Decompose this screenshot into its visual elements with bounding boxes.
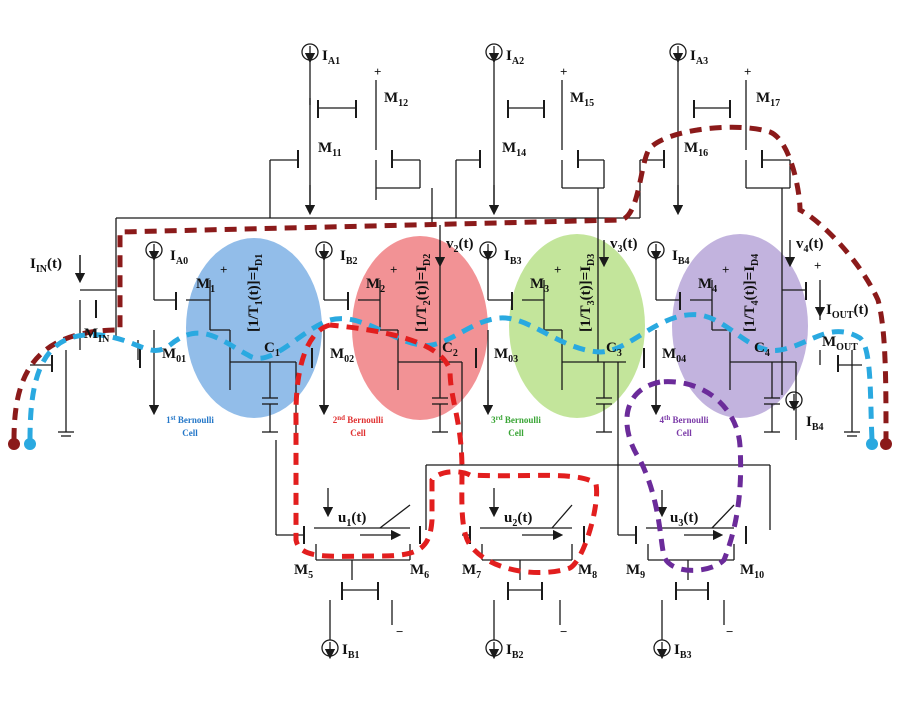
- plus-sign-2: +: [744, 64, 751, 79]
- label-ia3: IA3: [690, 48, 708, 67]
- label-m7: M7: [462, 562, 481, 581]
- label-m3: M3: [530, 276, 549, 295]
- label-m15: M15: [570, 90, 594, 109]
- cell-3-circuit: [475, 225, 626, 465]
- path-terminal-dot: [866, 438, 878, 450]
- label-m2: M2: [366, 276, 385, 295]
- label-ib4: IB4: [672, 248, 690, 267]
- label-m03: M03: [494, 346, 518, 365]
- caption-cell4: 4th Bernoulli: [660, 414, 709, 425]
- label-ia1: IA1: [322, 48, 340, 67]
- circuit-wiring: [30, 60, 862, 640]
- label-ia2: IA2: [506, 48, 524, 67]
- label-m4: M4: [698, 276, 717, 295]
- label-ib4b: IB4: [806, 414, 824, 433]
- label-c2: C2: [442, 340, 458, 359]
- cell-1-circuit: [137, 250, 297, 440]
- label-v3: v3(t): [610, 236, 638, 255]
- label-m9: M9: [626, 562, 645, 581]
- label-c3: C3: [606, 340, 622, 359]
- bernoulli-cell-2-region: [352, 236, 488, 420]
- purple-dashed-path: [624, 379, 744, 573]
- label-m04: M04: [662, 346, 686, 365]
- minus-sign-1: −: [560, 624, 567, 639]
- equation-eq2: [1/T2(t)]=ID2: [414, 254, 433, 332]
- label-m1: M1: [196, 276, 215, 295]
- equation-eq1: [1/T1(t)]=ID1: [246, 254, 265, 332]
- label-ib3b: IB3: [674, 642, 692, 661]
- label-c1: C1: [264, 340, 280, 359]
- switch-stage-2: [462, 504, 585, 640]
- blue-dashed-path: [27, 312, 875, 441]
- minus-sign-2: −: [726, 624, 733, 639]
- caption-cell3-line2: Cell: [508, 428, 524, 438]
- label-iout: IOUT(t): [826, 302, 869, 321]
- bernoulli-cell-1-region: [186, 238, 322, 418]
- label-ib1: IB1: [342, 642, 360, 661]
- label-m17: M17: [756, 90, 780, 109]
- label-m14: M14: [502, 140, 526, 159]
- label-v4: v4(t): [796, 236, 824, 255]
- label-mout: MOUT: [822, 334, 858, 353]
- plus-sign-7: +: [814, 258, 821, 273]
- supply-signs: + + + + + + + + − − −: [220, 64, 821, 639]
- red-dashed-path: [293, 322, 600, 576]
- minus-sign-0: −: [396, 624, 403, 639]
- label-u3: u3(t): [670, 510, 698, 529]
- label-min: MIN: [84, 326, 110, 345]
- label-m12: M12: [384, 90, 408, 109]
- dark-red-dashed-path: [11, 124, 889, 441]
- label-m02: M02: [330, 346, 354, 365]
- bernoulli-cell-3-region: [509, 234, 645, 418]
- label-m6: M6: [410, 562, 429, 581]
- label-ib3: IB3: [504, 248, 522, 267]
- top-stage-3: [639, 60, 791, 395]
- caption-cell2-line2: Cell: [350, 428, 366, 438]
- bernoulli-cell-4-region: [672, 234, 808, 418]
- equation-eq4: [1/T4(t)]=ID4: [742, 254, 761, 332]
- label-iin: IIN(t): [30, 256, 62, 275]
- label-m10: M10: [740, 562, 764, 581]
- switch-stage-3: [617, 465, 771, 640]
- current-sources: [145, 43, 803, 660]
- plus-sign-5: +: [554, 262, 561, 277]
- switch-stage-1: [276, 504, 421, 640]
- label-ib2b: IB2: [506, 642, 524, 661]
- cell-equations: [1/T1(t)]=ID1 [1/T2(t)]=ID2 [1/T3(t)]=ID3 […: [246, 254, 761, 332]
- path-terminal-dot: [24, 438, 36, 450]
- label-m16: M16: [684, 140, 708, 159]
- plus-sign-1: +: [560, 64, 567, 79]
- caption-cell1: 1st Bernoulli: [166, 414, 214, 425]
- label-m11: M11: [318, 140, 342, 159]
- label-u2: u2(t): [504, 510, 532, 529]
- top-stage-1: [269, 60, 433, 225]
- label-c4: C4: [754, 340, 770, 359]
- path-terminal-dot: [880, 438, 892, 450]
- label-ib2: IB2: [340, 248, 358, 267]
- equation-eq3: [1/T3(t)]=ID3: [578, 254, 597, 332]
- label-v2: v2(t): [446, 236, 474, 255]
- caption-cell1-line2: Cell: [182, 428, 198, 438]
- label-u1: u1(t): [338, 510, 366, 529]
- caption-cell4-line2: Cell: [676, 428, 692, 438]
- input-stage: [30, 255, 116, 437]
- label-m8: M8: [578, 562, 597, 581]
- top-stage-2: [455, 60, 605, 225]
- plus-sign-6: +: [722, 262, 729, 277]
- plus-sign-0: +: [374, 64, 381, 79]
- label-ia0: IA0: [170, 248, 188, 267]
- path-terminal-dot: [8, 438, 20, 450]
- label-m01: M01: [162, 346, 186, 365]
- caption-cell2: 2nd Bernoulli: [333, 414, 384, 425]
- plus-sign-3: +: [220, 262, 227, 277]
- plus-sign-4: +: [390, 262, 397, 277]
- caption-cell3: 3rd Bernoulli: [491, 414, 541, 425]
- label-m5: M5: [294, 562, 313, 581]
